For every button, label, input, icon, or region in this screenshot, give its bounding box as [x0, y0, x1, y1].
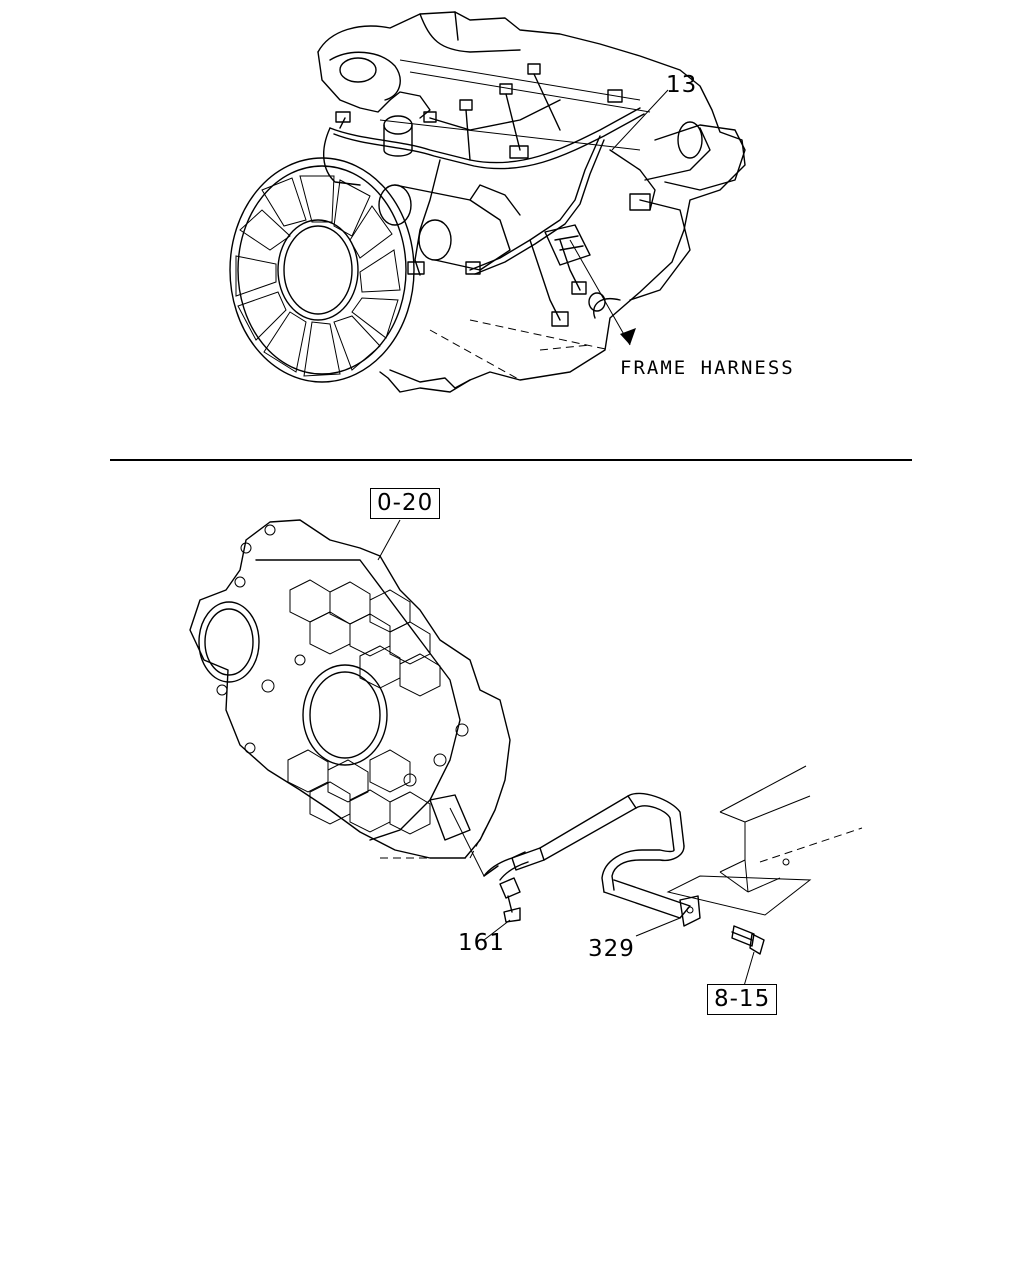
sensor-pipe-assembly [483, 792, 701, 927]
bolt-8-15 [731, 925, 765, 955]
callout-frame-harness: FRAME HARNESS [620, 357, 795, 379]
callout-0-20: 0-20 [370, 488, 441, 519]
flywheel-housing-illustration [189, 519, 511, 859]
wiring-harness [323, 63, 711, 327]
engine-fan [229, 157, 415, 383]
frame-harness-arrowhead [620, 328, 636, 345]
leader-8-15 [743, 951, 755, 987]
housing-outline [189, 519, 511, 859]
callout-161: 161 [458, 930, 505, 956]
callout-13: 13 [666, 72, 698, 98]
callout-329: 329 [588, 936, 635, 962]
chassis-frame-member [666, 765, 863, 916]
leader-0-20 [377, 519, 401, 561]
leader-frame-harness [569, 239, 631, 346]
callout-8-15: 8-15 [707, 984, 778, 1015]
engine-block-outline [317, 11, 746, 393]
leader-329 [635, 917, 681, 937]
leader-13 [611, 89, 669, 151]
leader-161 [483, 919, 511, 941]
bolt-161 [499, 877, 521, 923]
leader-sensor [449, 807, 485, 877]
